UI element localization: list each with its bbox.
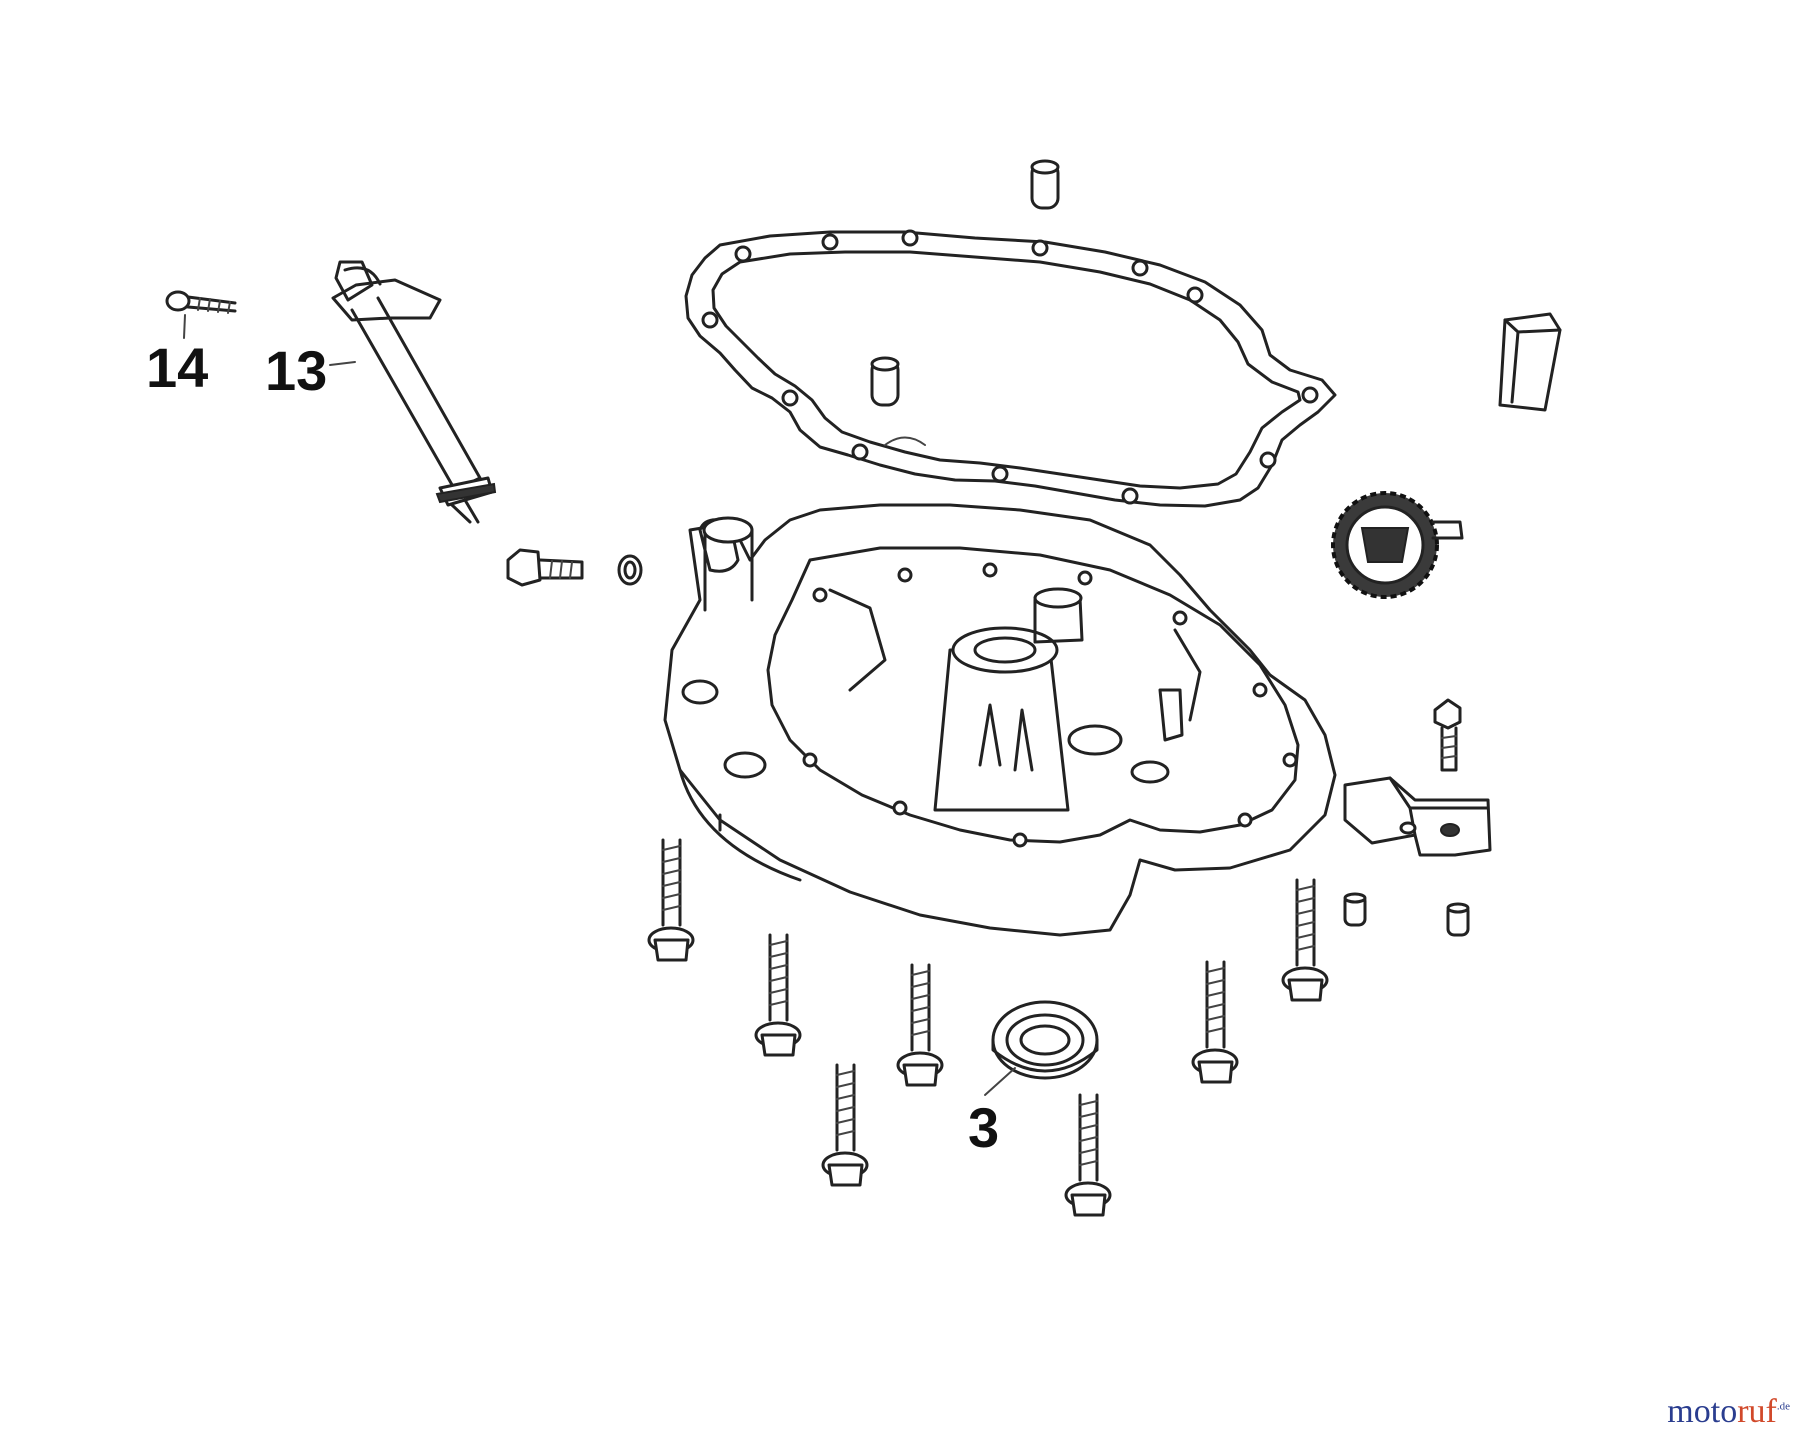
watermark-logo: motoruf.de <box>1667 1395 1790 1429</box>
bolt-6 <box>1191 960 1239 1084</box>
bolt-7 <box>1281 878 1329 1002</box>
leader-3 <box>984 1067 1016 1096</box>
callout-13: 13 <box>265 339 328 402</box>
watermark-text-c: .de <box>1776 1400 1790 1413</box>
screw-14 <box>165 290 237 339</box>
bolt-2 <box>754 933 802 1057</box>
crankcase-gasket <box>684 229 1337 508</box>
bolt-4 <box>821 1063 869 1187</box>
washer-small <box>617 554 643 586</box>
dowel-pin-lower-right-b <box>1446 902 1470 937</box>
callout-3: 3 <box>968 1096 1000 1159</box>
callout-14: 14 <box>146 336 209 399</box>
bolt-1 <box>647 838 695 962</box>
tab-part <box>1498 312 1562 412</box>
watermark-text-a: moto <box>1667 1393 1738 1430</box>
leader-13 <box>329 361 356 366</box>
governor-gear <box>1331 491 1464 599</box>
bracket <box>1343 776 1492 857</box>
oil-seal <box>991 1000 1099 1080</box>
watermark-text-b: ruf <box>1737 1393 1777 1430</box>
oil-fill-tube <box>331 260 497 524</box>
bolt-horizontal <box>506 548 584 587</box>
bolt-5 <box>1064 1093 1112 1217</box>
dowel-pin-top <box>1030 159 1060 210</box>
dowel-pin-lower-right-a <box>1343 892 1367 927</box>
bolt-3 <box>896 963 944 1087</box>
bolt-right-vertical <box>1433 698 1462 772</box>
crankcase-cover <box>663 503 1337 937</box>
dowel-pin-middle <box>870 356 900 407</box>
